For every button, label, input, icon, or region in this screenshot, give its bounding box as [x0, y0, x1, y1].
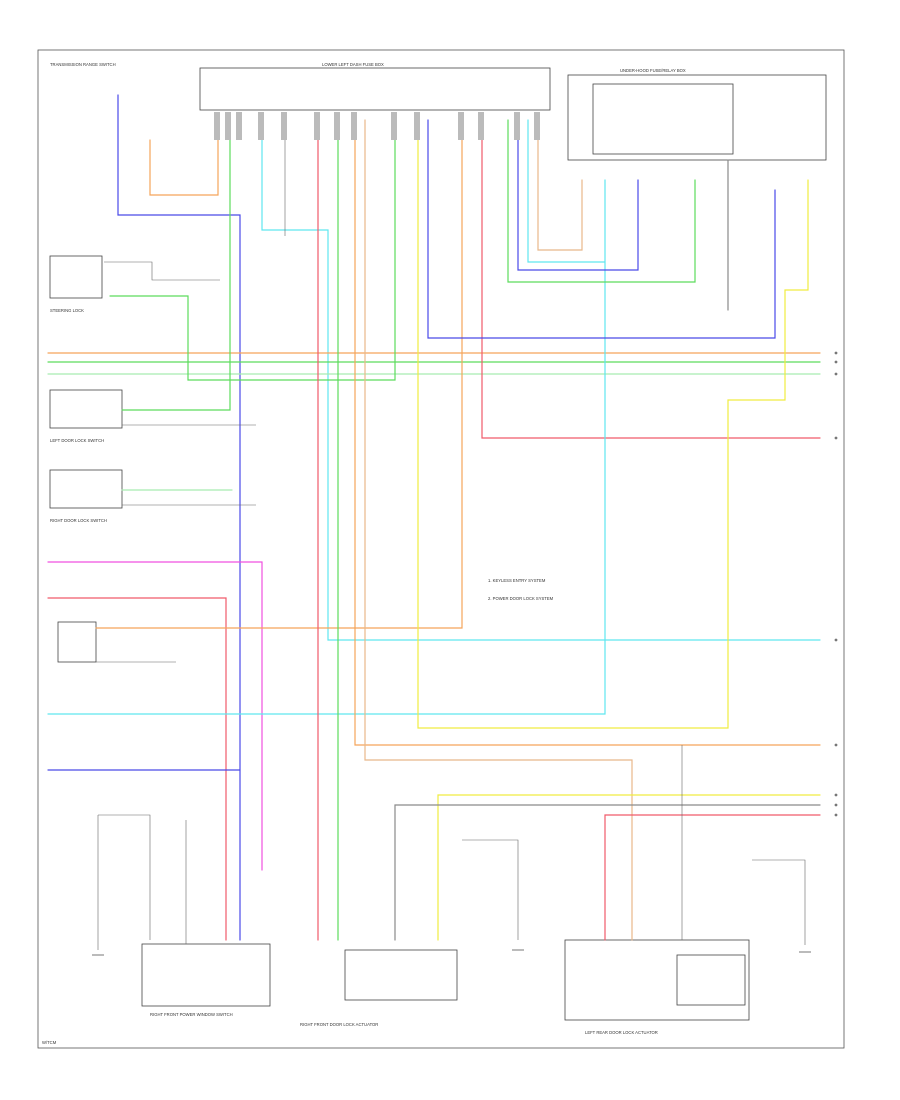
lower-left-dash-fuse-box — [199, 67, 551, 111]
pin-5 — [281, 112, 287, 140]
ground-symbols — [92, 949, 811, 956]
label-right-door-lock-switch: RIGHT DOOR LOCK SWITCH — [50, 518, 107, 523]
wire-blue-right — [517, 119, 639, 271]
wire-green-switch — [121, 119, 231, 411]
key-switch-box — [57, 621, 97, 663]
pin-7 — [334, 112, 340, 140]
wire-orange-v2 — [354, 119, 821, 746]
wire-cyan-h5 — [47, 179, 606, 715]
fuse-box-pins — [214, 112, 540, 140]
terminal-3 — [834, 372, 838, 376]
terminal-6 — [834, 743, 838, 747]
right-rear-actuator-box — [344, 949, 458, 1001]
wire-red-h8 — [604, 814, 821, 941]
label-lower-left-dash: LOWER LEFT DASH FUSE BOX — [322, 62, 384, 67]
wire-orange-top — [149, 119, 219, 196]
label-footer: W/TCM — [42, 1040, 57, 1045]
terminal-9 — [834, 813, 838, 817]
left-door-lock-switch-box — [49, 389, 123, 429]
wire-tan-right — [537, 119, 583, 251]
under-hood-inner — [592, 83, 734, 155]
wire-orange-h4 — [95, 119, 463, 629]
wire-red-v1 — [481, 119, 821, 439]
pin-8 — [351, 112, 357, 140]
terminal-4 — [834, 436, 838, 440]
pin-12 — [478, 112, 484, 140]
pin-9 — [391, 112, 397, 140]
label-legend-2: 2. POWER DOOR LOCK SYSTEM — [488, 596, 554, 601]
wire-blue-rect — [427, 119, 776, 339]
wire-red-v2 — [47, 597, 227, 941]
pin-3 — [236, 112, 242, 140]
label-steering-lock: STEERING LOCK — [50, 308, 84, 313]
pin-10 — [414, 112, 420, 140]
terminal-5 — [834, 638, 838, 642]
wire-magenta — [47, 561, 263, 871]
thin-wire-group — [96, 109, 806, 950]
pin-14 — [534, 112, 540, 140]
label-legend-1: 1. KEYLESS ENTRY SYSTEM — [488, 578, 546, 583]
terminal-1 — [834, 351, 838, 355]
wire-gray-h9 — [394, 804, 821, 941]
wire-cyan-top — [261, 119, 821, 641]
pin-11 — [458, 112, 464, 140]
wire-yellow-v — [417, 119, 809, 729]
wire-green-right — [507, 119, 696, 283]
thin-wire-11 — [104, 261, 220, 281]
thin-wire-5 — [752, 859, 806, 945]
under-hood-fuse-box — [567, 74, 827, 161]
right-door-lock-switch-box — [49, 469, 123, 509]
pin-4 — [258, 112, 264, 140]
pin-6 — [314, 112, 320, 140]
wire-tan-v — [364, 119, 633, 941]
label-left-rear-door-actuator: LEFT REAR DOOR LOCK ACTUATOR — [585, 1030, 658, 1035]
label-right-front-power-window: RIGHT FRONT POWER WINDOW SWITCH — [150, 1012, 233, 1017]
terminal-7 — [834, 793, 838, 797]
wire-cyan-right — [527, 119, 606, 263]
pin-2 — [225, 112, 231, 140]
label-left-door-lock-switch: LEFT DOOR LOCK SWITCH — [50, 438, 104, 443]
label-right-front-door-actuator: RIGHT FRONT DOOR LOCK ACTUATOR — [300, 1022, 378, 1027]
terminal-2 — [834, 360, 838, 364]
wire-blue-left — [117, 94, 241, 941]
wire-group — [47, 94, 821, 941]
terminal-marks — [834, 351, 838, 817]
wire-yellow-h7 — [437, 794, 821, 941]
wire-green-v1 — [109, 119, 396, 381]
left-rear-actuator-inner — [676, 954, 746, 1006]
pin-1 — [214, 112, 220, 140]
thin-wire-4 — [462, 839, 519, 940]
left-rear-actuator-box — [564, 939, 750, 1021]
label-under-hood: UNDER-HOOD FUSE/RELAY BOX — [620, 68, 686, 73]
terminal-8 — [834, 803, 838, 807]
steering-lock-box — [49, 255, 103, 299]
label-trans-range: TRANSMISSION RANGE SWITCH — [50, 62, 116, 67]
diagram-border — [37, 49, 845, 1049]
pin-13 — [514, 112, 520, 140]
right-front-power-window-box — [141, 943, 271, 1007]
thin-wire-1 — [98, 814, 151, 940]
